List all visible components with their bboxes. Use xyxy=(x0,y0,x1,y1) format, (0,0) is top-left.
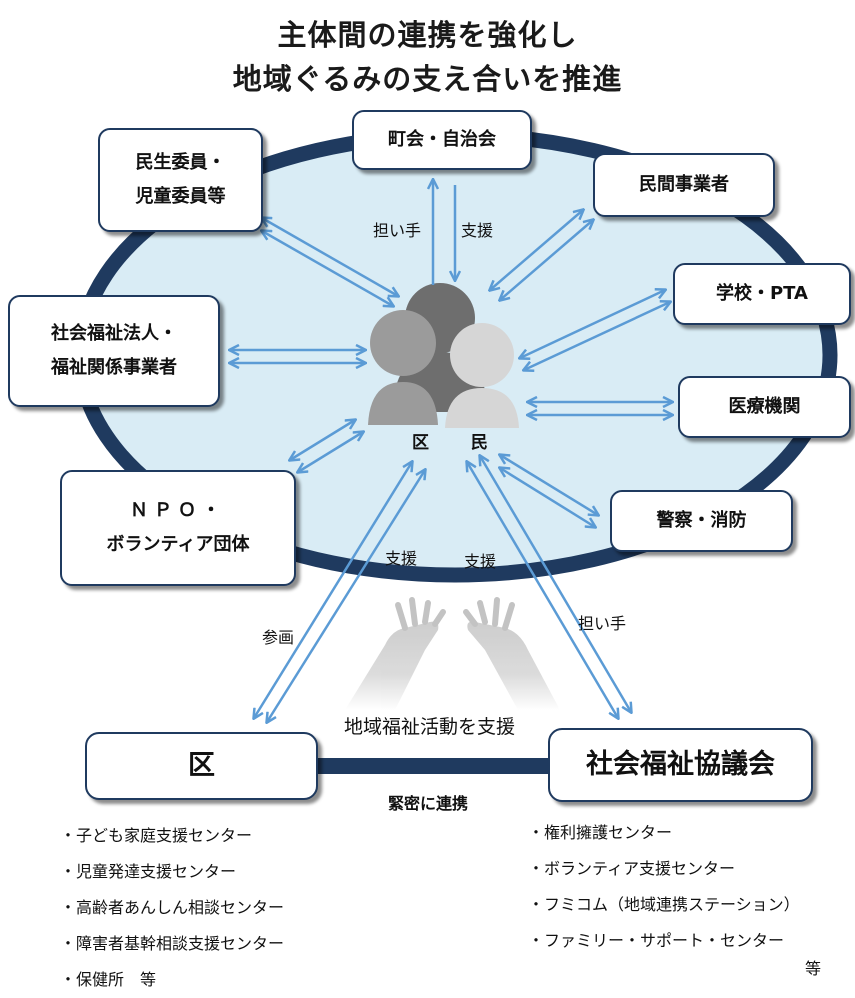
node-keisatsu: 警察・消防 xyxy=(610,490,793,552)
node-shakai-line2: 福祉関係事業者 xyxy=(51,357,177,378)
node-shakyo-label: 社会福祉協議会 xyxy=(586,749,775,781)
node-minkan-label: 民間事業者 xyxy=(639,173,729,195)
ku-list-item: ・障害者基幹相談支援センター xyxy=(60,934,285,953)
arrow-label-shien-top: 支援 xyxy=(461,221,494,240)
ku-list: ・子ども家庭支援センター ・児童発達支援センター ・高齢者あんしん相談センター … xyxy=(60,818,284,998)
node-npo: ＮＰＯ・ ボランティア団体 xyxy=(60,470,296,586)
node-shakyo: 社会福祉協議会 xyxy=(548,728,813,802)
ku-list-item: ・子ども家庭支援センター xyxy=(60,826,253,845)
node-ku-label: 区 xyxy=(188,750,215,782)
ku-list-item: ・児童発達支援センター xyxy=(60,862,237,881)
title-line-2: 地域ぐるみの支え合いを推進 xyxy=(232,62,623,96)
arrow-label-shien-right: 支援 xyxy=(464,552,497,571)
node-iryo: 医療機関 xyxy=(678,376,851,438)
title-line-1: 主体間の連携を強化し xyxy=(277,18,578,52)
residents-icon xyxy=(368,283,519,428)
shakyo-list-item: ・権利擁護センター xyxy=(528,823,673,842)
node-ku: 区 xyxy=(85,732,318,800)
shakyo-list-item: ・ボランティア支援センター xyxy=(528,859,736,878)
link-label: 緊密に連携 xyxy=(388,794,469,813)
hands-illustration xyxy=(345,597,560,710)
shakyo-list-item: ・フミコム（地域連携ステーション） xyxy=(528,895,800,914)
arrow-label-ninaite-bottom: 担い手 xyxy=(578,614,627,633)
node-minsei-line2: 児童委員等 xyxy=(135,186,226,207)
center-label: 区 民 xyxy=(412,433,506,453)
node-chokai-label: 町会・自治会 xyxy=(388,128,496,150)
node-chokai: 町会・自治会 xyxy=(352,110,532,170)
arrow-label-shien-left: 支援 xyxy=(385,549,418,568)
node-npo-line1: ＮＰＯ・ xyxy=(130,499,226,521)
connector-bar xyxy=(318,758,558,774)
node-npo-line2: ボランティア団体 xyxy=(106,534,250,555)
support-caption: 地域福祉活動を支援 xyxy=(344,716,516,738)
node-gakko: 学校・PTA xyxy=(673,263,851,325)
shakyo-list-etc: 等 xyxy=(805,959,822,978)
node-minsei: 民生委員・ 児童委員等 xyxy=(98,128,263,232)
arrow-label-ninaite-top: 担い手 xyxy=(373,221,422,240)
arrows xyxy=(230,180,672,722)
node-minsei-line1: 民生委員・ xyxy=(135,151,226,173)
arrow-label-sankaku: 参画 xyxy=(262,628,295,647)
ku-list-item: ・保健所 等 xyxy=(60,970,157,989)
node-shakai-line1: 社会福祉法人・ xyxy=(51,322,177,344)
ku-list-item: ・高齢者あんしん相談センター xyxy=(60,898,285,917)
node-gakko-label: 学校・PTA xyxy=(715,282,808,304)
shakyo-list-item: ・ファミリー・サポート・センター xyxy=(528,931,785,950)
node-keisatsu-label: 警察・消防 xyxy=(656,509,747,531)
diagram-graphics xyxy=(72,127,838,774)
shakyo-list: ・権利擁護センター ・ボランティア支援センター ・フミコム（地域連携ステーション… xyxy=(528,815,800,959)
node-iryo-label: 医療機関 xyxy=(728,395,801,417)
node-shakai: 社会福祉法人・ 福祉関係事業者 xyxy=(8,295,220,407)
node-minkan: 民間事業者 xyxy=(593,153,775,217)
